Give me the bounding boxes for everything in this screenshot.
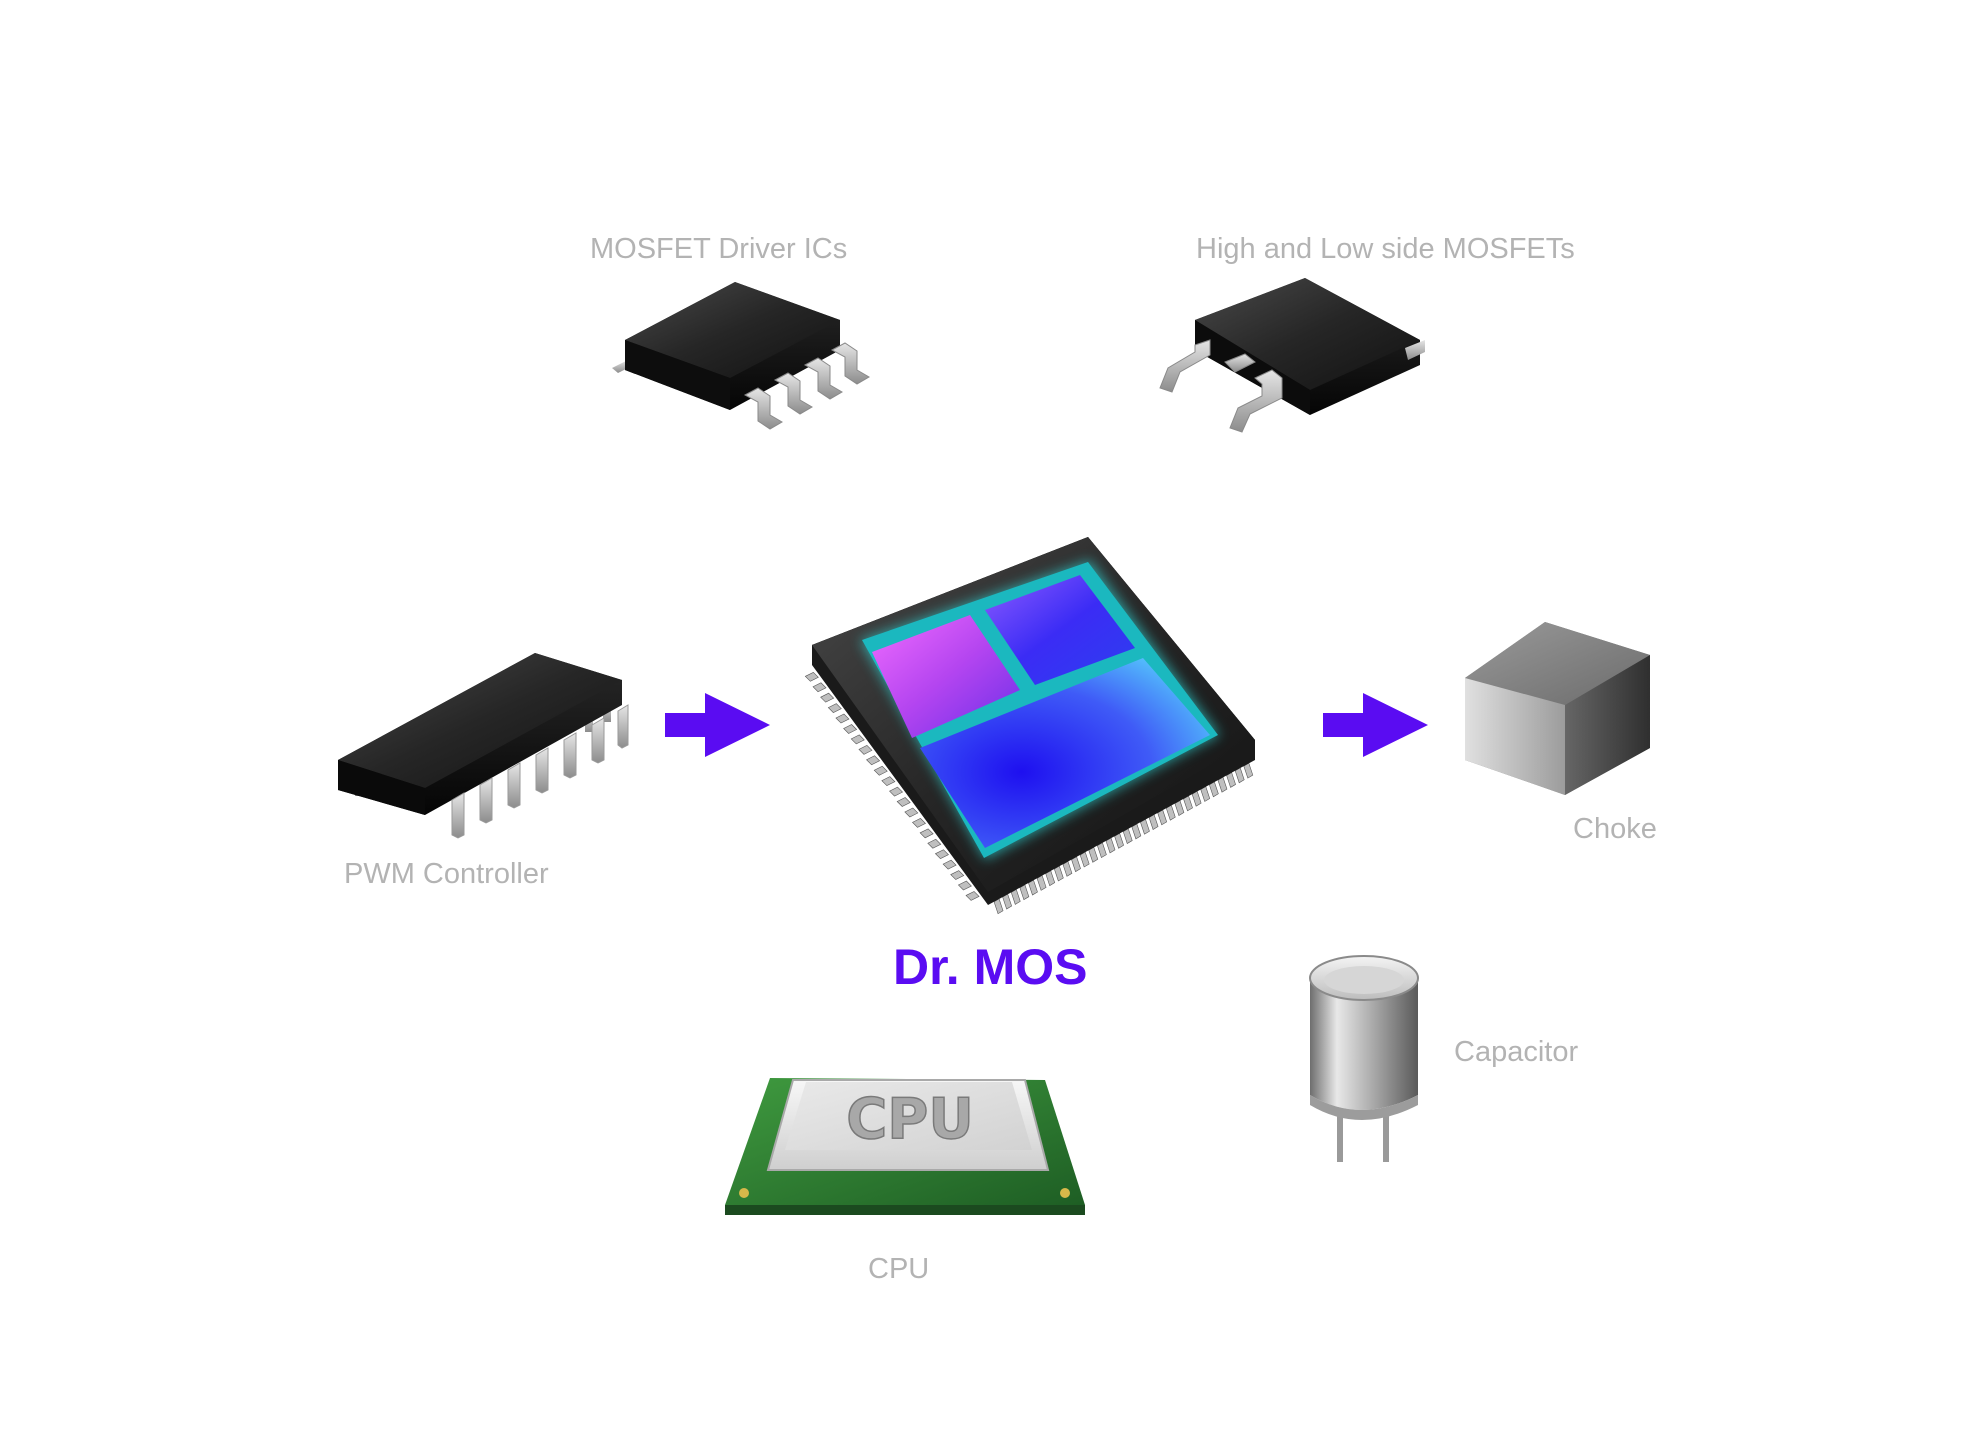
mosfet-chip-icon xyxy=(1159,278,1425,433)
capacitor-label: Capacitor xyxy=(1454,1036,1579,1068)
cpu-label: CPU xyxy=(868,1253,930,1285)
capacitor-icon xyxy=(1309,955,1419,1162)
dr-mos-title: Dr. MOS xyxy=(893,939,1088,995)
mosfet-driver-label: MOSFET Driver ICs xyxy=(590,233,848,265)
pwm-controller-chip-icon xyxy=(338,653,629,839)
mosfet-driver-chip-icon xyxy=(612,282,870,430)
choke-icon xyxy=(1465,622,1650,795)
cpu-chip-text: CPU xyxy=(846,1087,974,1152)
high-low-mosfets-label: High and Low side MOSFETs xyxy=(1196,233,1575,265)
arrow-right-icon xyxy=(665,693,770,757)
arrow-right-icon xyxy=(1323,693,1428,757)
pwm-controller-label: PWM Controller xyxy=(344,858,549,890)
dr-mos-chip-icon xyxy=(804,537,1255,915)
choke-label: Choke xyxy=(1573,813,1657,845)
cpu-chip-icon: CPU xyxy=(725,1078,1085,1215)
